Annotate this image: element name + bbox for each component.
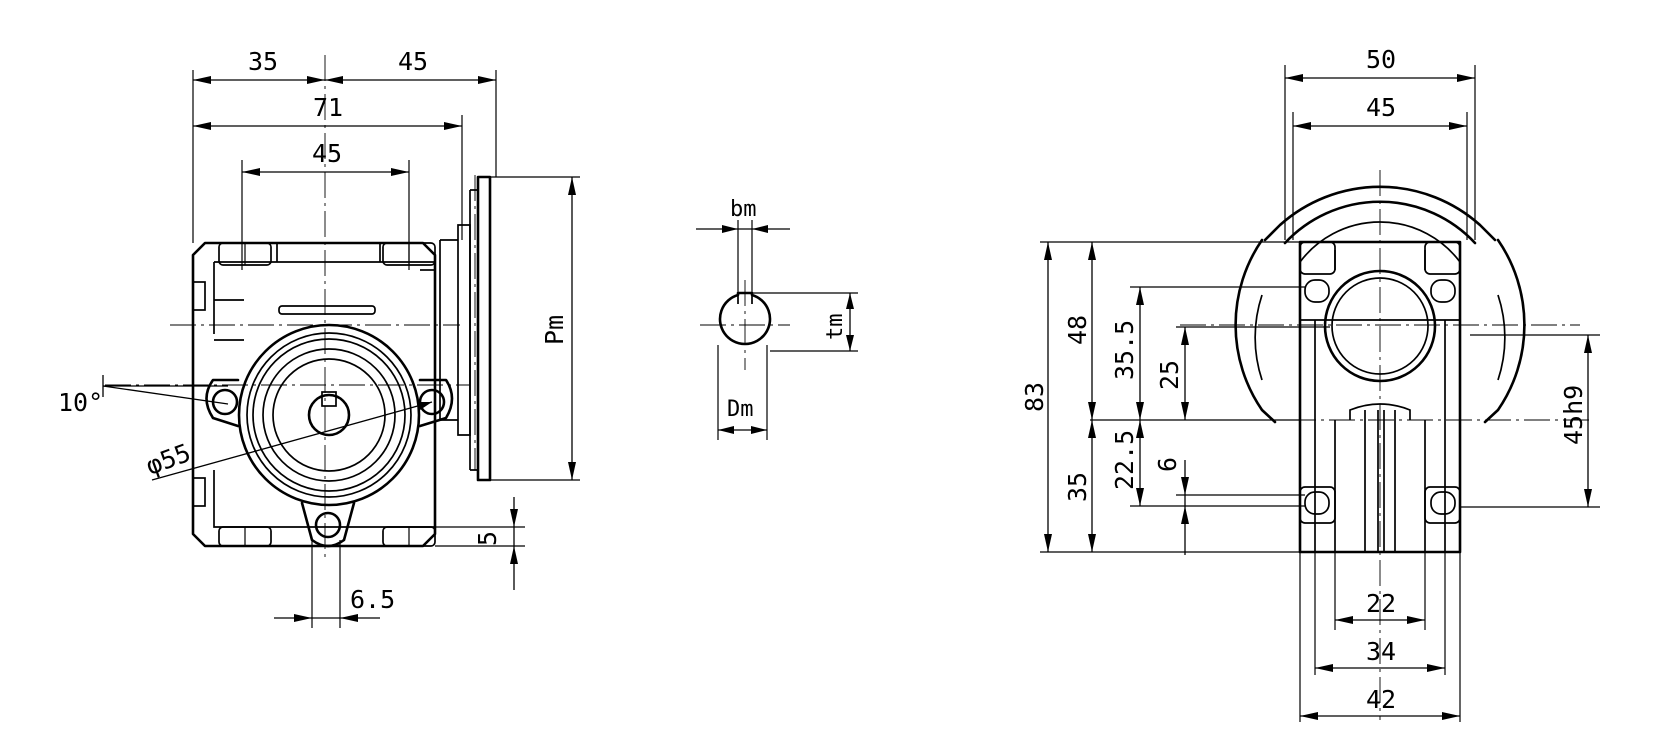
- dim-foot-thickness: 5: [473, 531, 502, 546]
- dim-total-height: 83: [1020, 382, 1049, 412]
- dim-key-width: bm: [730, 197, 757, 222]
- side-lug-bottom-right: [1424, 486, 1461, 524]
- dim-spigot: 45h9: [1559, 385, 1588, 445]
- dim-upper-height: 48: [1063, 315, 1092, 345]
- dim-lower-offset: 22.5: [1110, 430, 1139, 490]
- dim-inner-width: 45: [1366, 93, 1396, 122]
- dim-key-height: tm: [823, 314, 848, 341]
- angle-label: 10°: [58, 388, 103, 417]
- dim-left-width: 35: [248, 47, 278, 76]
- dim-foot-offset: 6.5: [350, 585, 395, 614]
- front-view: 10° φ55 35 45 71 45 Pm: [58, 47, 580, 628]
- dim-outer-width: 50: [1366, 45, 1396, 74]
- flange-hole-bottom: [314, 511, 342, 539]
- dim-bore: Dm: [727, 397, 754, 422]
- dim-flange-height: Pm: [540, 315, 569, 345]
- output-shaft-bore: [307, 393, 351, 437]
- dim-right-width: 45: [398, 47, 428, 76]
- keyed-bore-profile: [718, 291, 772, 346]
- top-slot: [278, 305, 376, 315]
- flange-ear-right: [418, 378, 454, 428]
- flange-ear-bottom: [300, 501, 356, 548]
- dim-overall-width: 71: [313, 93, 343, 122]
- dim-hub-width: 22: [1366, 589, 1396, 618]
- dim-bore-center: 25: [1155, 360, 1184, 390]
- output-flange-arc: [1234, 185, 1526, 424]
- dim-base-width: 42: [1366, 685, 1396, 714]
- gearbox-housing: [191, 241, 437, 548]
- side-lug-top-right: [1424, 241, 1461, 275]
- motor-flange: [476, 175, 492, 482]
- dim-slot-height: 6: [1153, 457, 1182, 472]
- side-view: 50 45 83 48 35 35.5: [1020, 45, 1600, 722]
- keyway-section: bm tm Dm: [696, 197, 858, 440]
- keyway: [321, 391, 337, 407]
- side-lug-top-left: [1299, 241, 1336, 275]
- side-lug-bottom-left: [1299, 486, 1336, 524]
- dim-foot-width: 34: [1366, 637, 1396, 666]
- output-bore-outer: [237, 323, 421, 507]
- dim-mount-spacing: 45: [312, 139, 342, 168]
- output-hub: [1323, 269, 1437, 383]
- dim-center-height: 35.5: [1110, 320, 1139, 380]
- bolt-circle-label: φ55: [142, 438, 194, 481]
- dim-lower-height: 35: [1063, 472, 1092, 502]
- flange-ear-left: [205, 378, 240, 428]
